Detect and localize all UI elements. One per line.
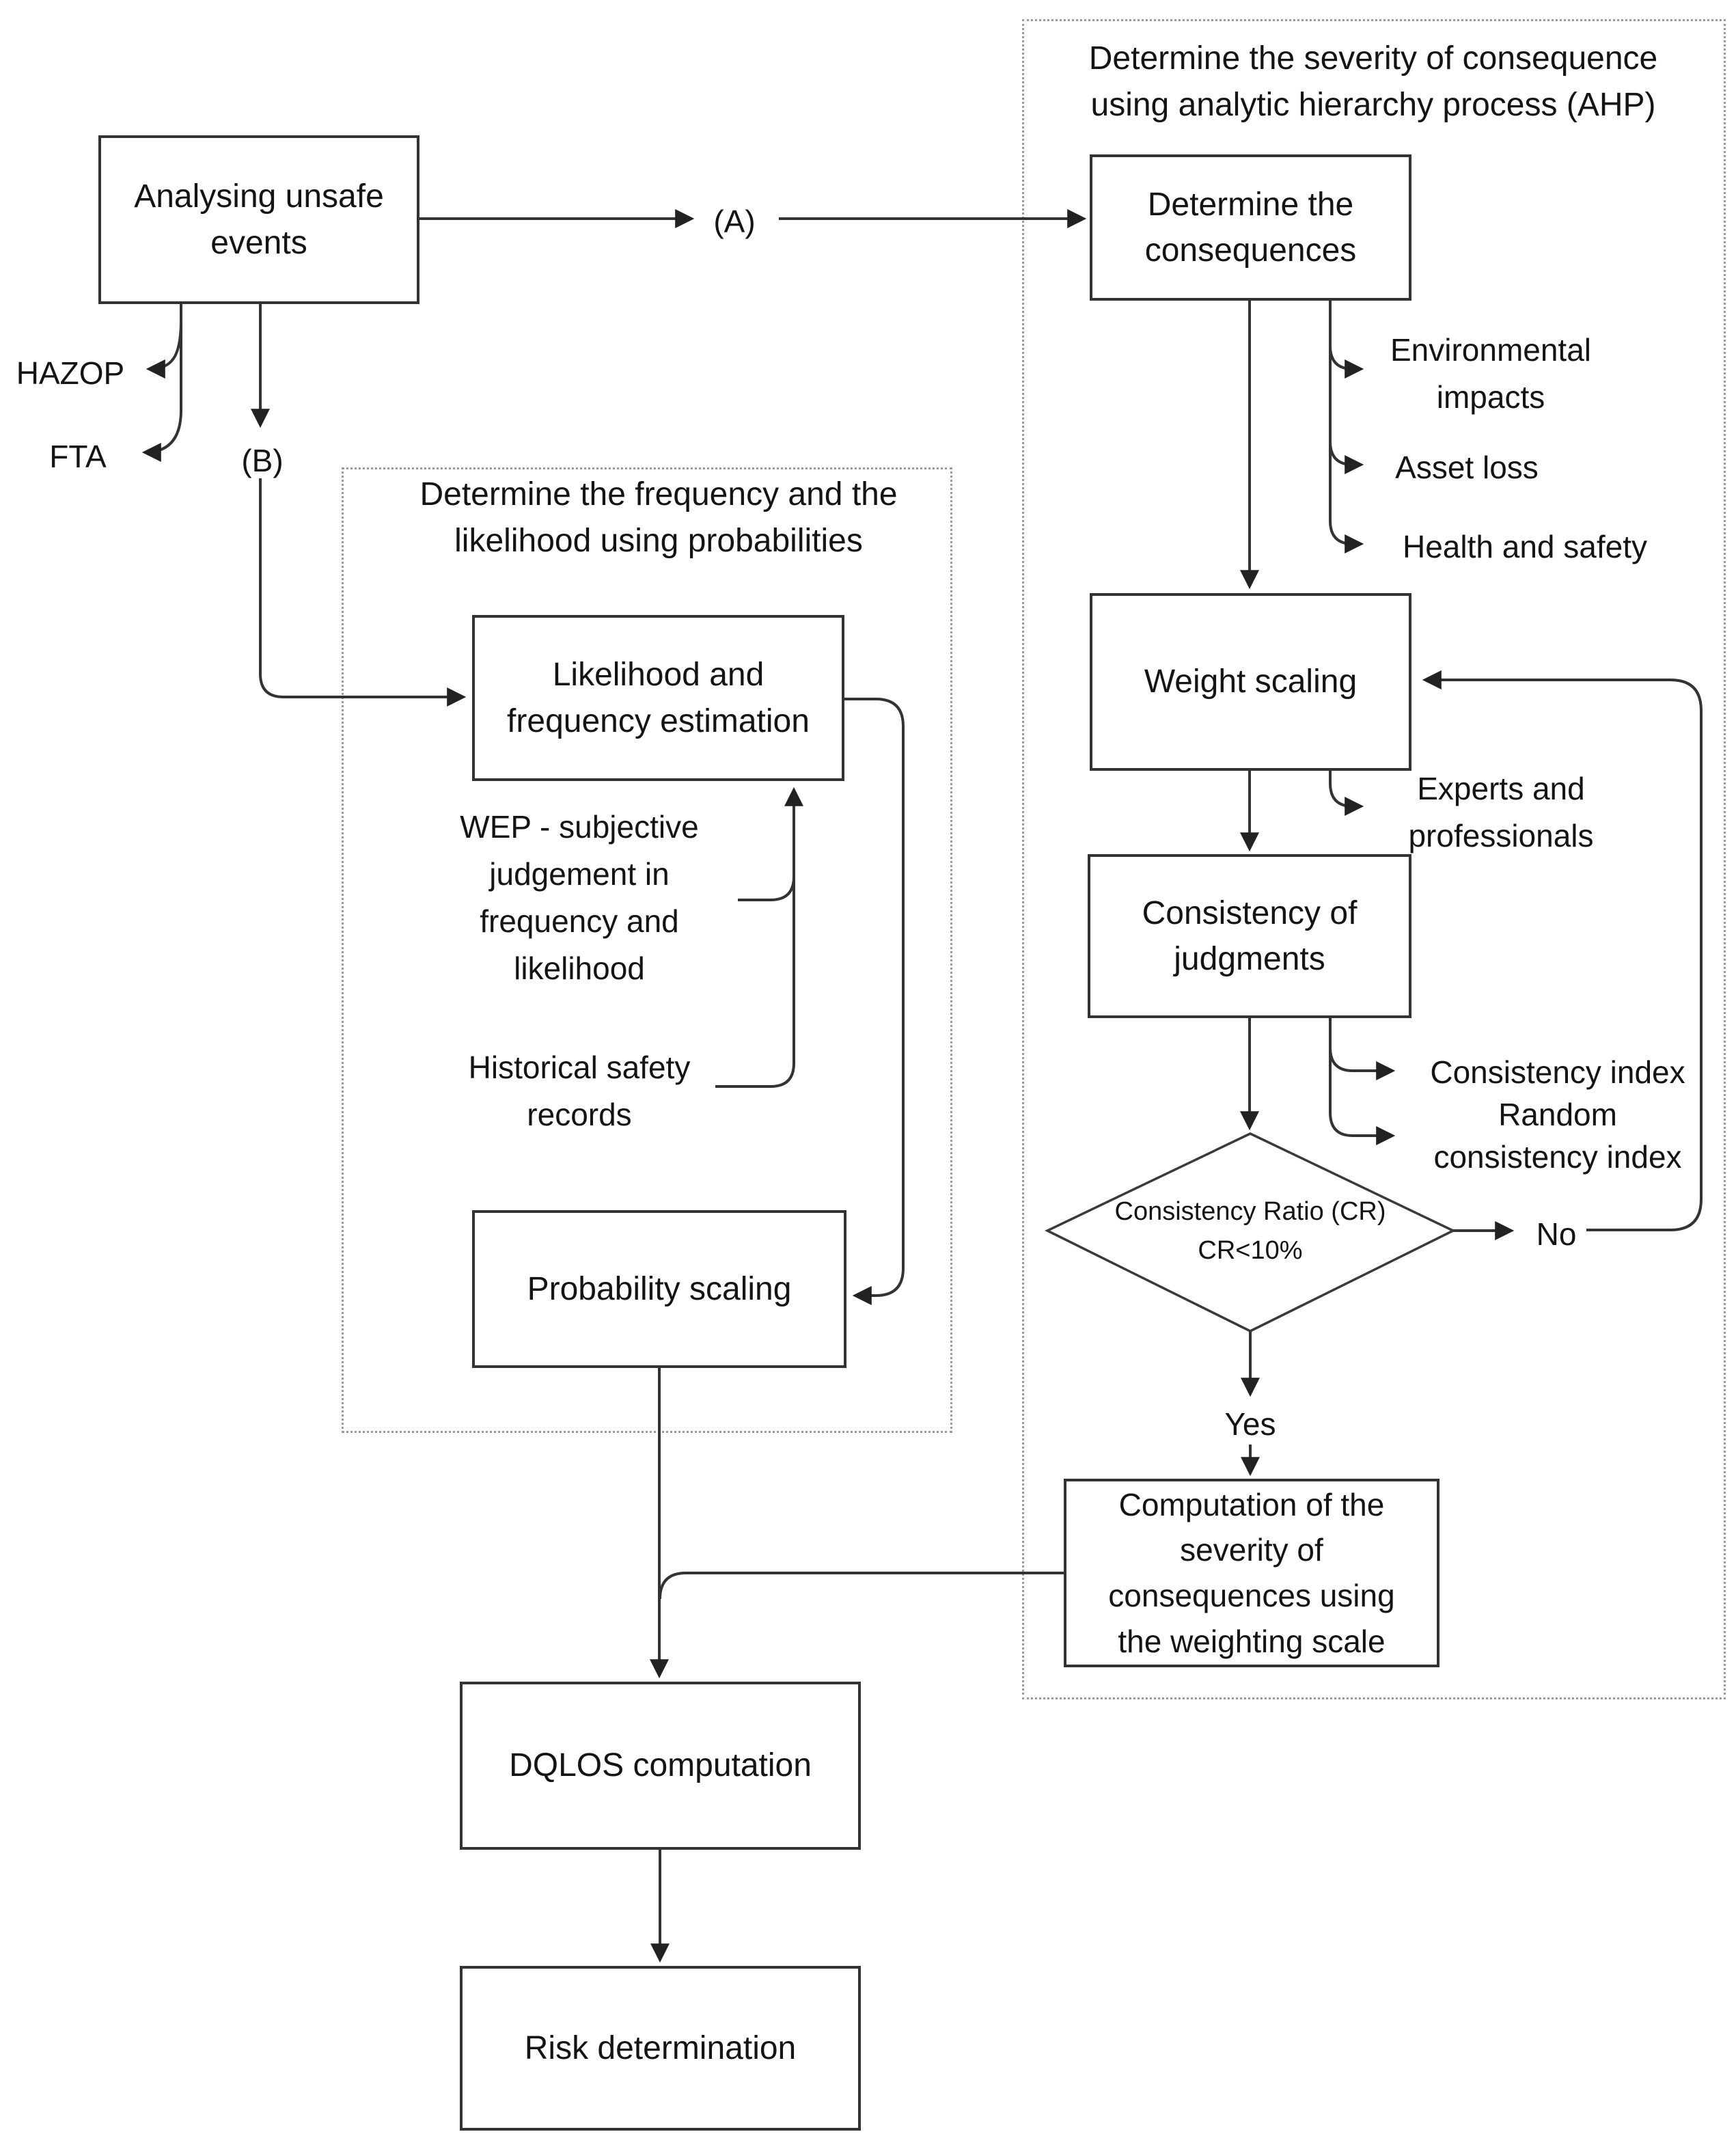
arrow-to-experts (1329, 771, 1364, 816)
arrow-to-asset-loss (1329, 301, 1364, 474)
connector-wep-join (738, 854, 795, 901)
process-box-probability-scaling: Probability scaling (472, 1210, 846, 1368)
process-box-consistency-of-judgments: Consistency of judgments (1088, 854, 1411, 1018)
label-consistency-indexes: Consistency index Random consistency ind… (1430, 1054, 1685, 1175)
process-box-dqlos-computation: DQLOS computation (460, 1682, 861, 1850)
label-b: (B) (241, 443, 284, 478)
label-experts-professionals: Experts and professionals (1408, 771, 1594, 853)
process-box-risk-determination: Risk determination (460, 1966, 861, 2131)
label-health-and-safety: Health and safety (1402, 529, 1647, 564)
arrow-to-hazop (146, 319, 182, 379)
connector-computation-to-dqlos (659, 1572, 1064, 1600)
label-hazop: HAZOP (16, 355, 125, 391)
label-fta: FTA (49, 439, 107, 474)
arrow-b-to-likelihood (259, 478, 467, 707)
decision-consistency-ratio-text: Consistency Ratio (CR) CR<10% (1114, 1197, 1386, 1265)
process-box-weight-scaling: Weight scaling (1090, 593, 1411, 771)
arrow-to-fta (141, 304, 182, 462)
arrow-historical-to-likelihood (715, 786, 803, 1088)
label-yes: Yes (1224, 1406, 1276, 1442)
ahp-section-container (1022, 19, 1726, 1699)
arrow-to-health-safety (1329, 301, 1364, 553)
arrow-to-random-index (1329, 1018, 1396, 1145)
frequency-section-title: Determine the frequency and the likeliho… (419, 476, 898, 560)
process-box-computation-severity: Computation of the severity of consequen… (1064, 1479, 1439, 1667)
frequency-section-container (342, 467, 952, 1433)
arrow-no-feedback-to-weight (1422, 670, 1703, 1231)
label-no: No (1536, 1216, 1577, 1252)
label-a: (A) (713, 204, 756, 239)
process-box-likelihood-frequency-estimation: Likelihood and frequency estimation (472, 615, 844, 781)
process-box-determine-consequences: Determine the consequences (1090, 154, 1411, 301)
arrow-to-consistency-index (1329, 1018, 1396, 1080)
arrow-to-environmental (1329, 301, 1364, 379)
ahp-section-title: Determine the severity of consequence us… (1088, 40, 1658, 124)
label-historical-records: Historical safety records (468, 1050, 691, 1132)
process-box-analysing-unsafe-events: Analysing unsafe events (98, 135, 419, 304)
decision-diamond (1044, 1132, 1457, 1332)
arrow-likelihood-to-probability (844, 698, 905, 1305)
label-wep-subjective: WEP - subjective judgement in frequency … (460, 809, 699, 986)
label-environmental-impacts: Environmental impacts (1390, 332, 1592, 415)
label-asset-loss: Asset loss (1395, 450, 1539, 485)
